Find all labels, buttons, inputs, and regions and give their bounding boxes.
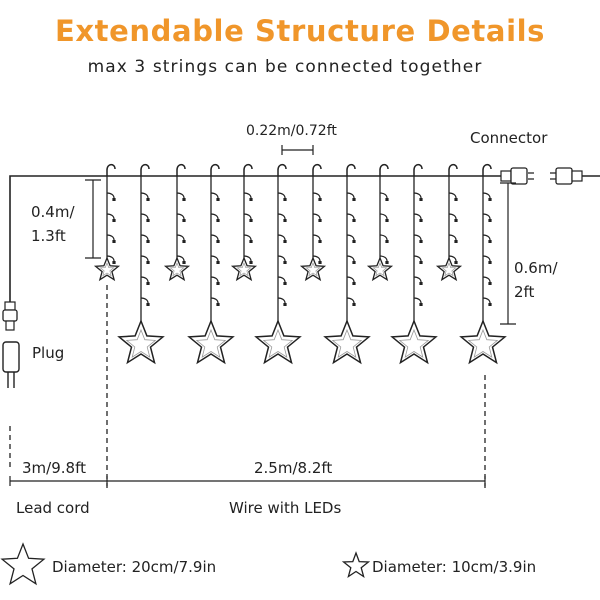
small-star-icon xyxy=(230,256,258,282)
short-strand xyxy=(366,163,394,282)
short-strand xyxy=(435,163,463,282)
long-drop-dimension xyxy=(500,182,516,325)
connector-label: Connector xyxy=(470,129,548,147)
large-star-icon xyxy=(187,318,235,365)
large-star-icon xyxy=(254,318,302,365)
small-star-icon xyxy=(435,256,463,282)
small-star-icon xyxy=(93,256,121,282)
short-strand xyxy=(93,163,121,282)
wire-with-leds-label: Wire with LEDs xyxy=(229,499,341,517)
legend-small-star-icon xyxy=(341,551,371,578)
legend-large-star-label: Diameter: 20cm/7.9in xyxy=(52,558,216,576)
dashed-guides xyxy=(9,285,486,490)
spacing-marker xyxy=(281,145,314,155)
long-strand xyxy=(187,163,235,365)
spacing-label: 0.22m/0.72ft xyxy=(246,123,337,139)
led-strands xyxy=(93,163,507,365)
large-star-icon xyxy=(117,318,165,365)
plug-label: Plug xyxy=(32,344,64,362)
short-strand xyxy=(230,163,258,282)
led-length-label: 2.5m/8.2ft xyxy=(254,459,332,477)
plug-icon xyxy=(2,301,20,388)
long-strand xyxy=(254,163,302,365)
short-strand xyxy=(299,163,327,282)
long-drop-label-1: 0.6m/ xyxy=(514,259,558,277)
long-strand xyxy=(323,163,371,365)
page-subtitle: max 3 strings can be connected together xyxy=(87,57,483,77)
short-drop-label-1: 0.4m/ xyxy=(31,203,75,221)
large-star-icon xyxy=(459,318,507,365)
lead-cord-label: Lead cord xyxy=(16,499,90,517)
legend-small-star-label: Diameter: 10cm/3.9in xyxy=(372,558,536,576)
connector-icon xyxy=(500,167,600,185)
long-strand xyxy=(117,163,165,365)
page-title: Extendable Structure Details xyxy=(54,14,546,48)
long-strand xyxy=(459,163,507,365)
small-star-icon xyxy=(366,256,394,282)
length-measure-line xyxy=(9,476,486,486)
large-star-icon xyxy=(390,318,438,365)
short-drop-dimension xyxy=(85,179,101,259)
lead-length-label: 3m/9.8ft xyxy=(22,459,86,477)
short-strand xyxy=(163,163,191,282)
legend-large-star-icon xyxy=(0,542,46,586)
long-strand xyxy=(390,163,438,365)
main-wire xyxy=(9,175,501,302)
small-star-icon xyxy=(299,256,327,282)
long-drop-label-2: 2ft xyxy=(514,283,535,301)
short-drop-label-2: 1.3ft xyxy=(31,227,66,245)
large-star-icon xyxy=(323,318,371,365)
small-star-icon xyxy=(163,256,191,282)
